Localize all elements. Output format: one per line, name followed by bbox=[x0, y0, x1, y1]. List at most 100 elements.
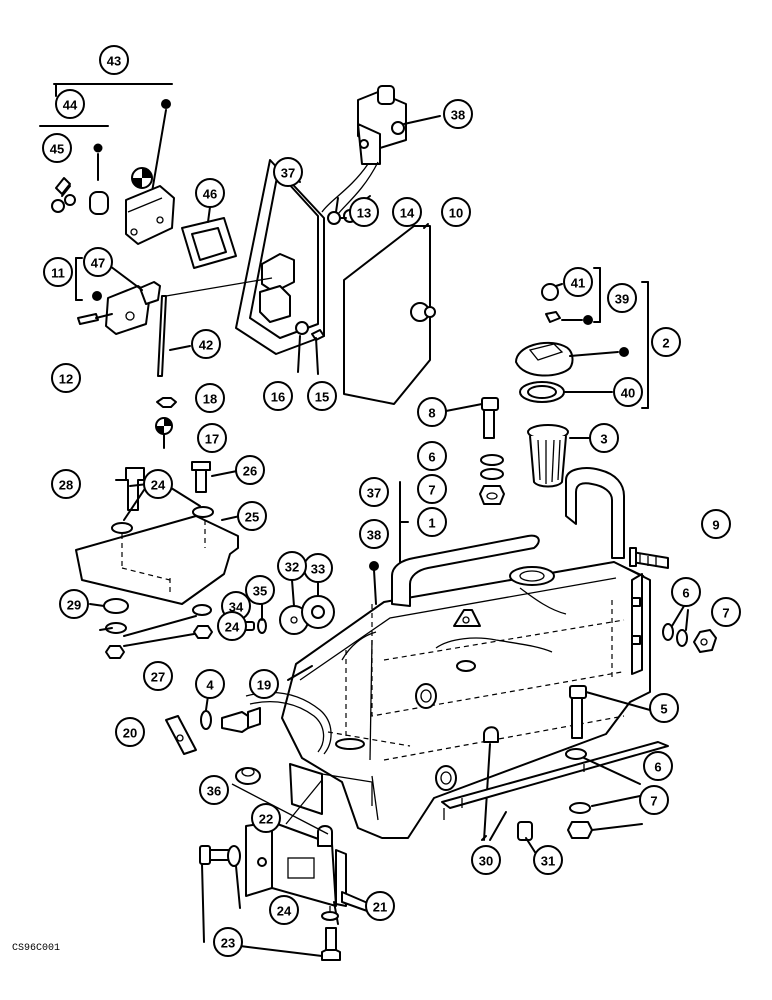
callout-c11: 11 bbox=[43, 257, 73, 287]
cover-plate-25 bbox=[75, 461, 241, 605]
callout-label: 12 bbox=[59, 372, 73, 387]
switch-body bbox=[125, 167, 175, 245]
callout-circle bbox=[613, 377, 643, 407]
callout-c8: 8 bbox=[417, 397, 447, 427]
gasket-46 bbox=[181, 206, 237, 269]
fitting-19 bbox=[221, 707, 261, 733]
switch-assembly-11 bbox=[75, 257, 273, 377]
callout-c28: 28 bbox=[51, 469, 81, 499]
callout-label: 23 bbox=[221, 936, 235, 951]
callout-label: 15 bbox=[315, 390, 329, 405]
callout-circle bbox=[249, 669, 279, 699]
callout-c3: 3 bbox=[589, 423, 619, 453]
cylinder-part bbox=[89, 191, 109, 215]
callout-c43: 43 bbox=[99, 45, 129, 75]
mount-bracket-21 bbox=[231, 783, 371, 925]
callout-circle bbox=[55, 89, 85, 119]
callout-circle bbox=[235, 455, 265, 485]
callout-c32: 32 bbox=[277, 551, 307, 581]
callout-circle bbox=[143, 469, 173, 499]
callout-label: 28 bbox=[59, 478, 73, 493]
callout-circle bbox=[441, 197, 471, 227]
fitting-31 bbox=[517, 821, 533, 841]
callout-label: 3 bbox=[600, 432, 607, 447]
callout-c12: 12 bbox=[51, 363, 81, 393]
callout-label: 38 bbox=[367, 528, 381, 543]
callout-label: 41 bbox=[571, 276, 585, 291]
callout-c18: 18 bbox=[195, 383, 225, 413]
callout-c36: 36 bbox=[199, 775, 229, 805]
callout-c7b: 7 bbox=[711, 597, 741, 627]
callout-circle bbox=[273, 157, 303, 187]
callout-circle bbox=[195, 669, 225, 699]
clamp-20 bbox=[165, 715, 197, 755]
bolt-23-lower bbox=[239, 927, 341, 961]
callout-circle bbox=[701, 509, 731, 539]
key-45 bbox=[51, 177, 76, 213]
callout-label: 16 bbox=[271, 390, 285, 405]
fuel-tank-body bbox=[245, 467, 669, 841]
callout-label: 24 bbox=[277, 904, 292, 919]
callout-circle bbox=[359, 519, 389, 549]
callout-circle bbox=[197, 423, 227, 453]
callout-c6a: 6 bbox=[417, 441, 447, 471]
callout-circle bbox=[671, 577, 701, 607]
callout-circle bbox=[443, 99, 473, 129]
callout-c4: 4 bbox=[195, 669, 225, 699]
window-panel-10 bbox=[343, 223, 436, 405]
callout-c24a: 24 bbox=[143, 469, 173, 499]
callout-c20: 20 bbox=[115, 717, 145, 747]
callout-label: 45 bbox=[50, 142, 64, 157]
callout-c46: 46 bbox=[195, 178, 225, 208]
callout-c5: 5 bbox=[649, 693, 679, 723]
callout-label: 42 bbox=[199, 338, 213, 353]
callout-c40: 40 bbox=[613, 377, 643, 407]
callout-circle bbox=[143, 661, 173, 691]
grommet-36 bbox=[235, 767, 261, 785]
callout-circle bbox=[392, 197, 422, 227]
nut-7-right bbox=[693, 629, 717, 653]
callout-label: 1 bbox=[428, 516, 435, 531]
callout-label: 14 bbox=[400, 206, 415, 221]
callout-c22: 22 bbox=[251, 803, 281, 833]
hinge-bracket-38 bbox=[321, 85, 441, 215]
callout-circle bbox=[191, 329, 221, 359]
callout-c7a: 7 bbox=[417, 474, 447, 504]
callout-c35: 35 bbox=[245, 575, 275, 605]
callout-circle bbox=[359, 477, 389, 507]
callout-c37b: 37 bbox=[359, 477, 389, 507]
callout-label: 24 bbox=[225, 620, 240, 635]
callout-c17: 17 bbox=[197, 423, 227, 453]
callout-c41: 41 bbox=[563, 267, 593, 297]
callout-c45: 45 bbox=[42, 133, 72, 163]
callout-label: 9 bbox=[712, 518, 719, 533]
callout-c9: 9 bbox=[701, 509, 731, 539]
callout-c38a: 38 bbox=[443, 99, 473, 129]
callout-circle bbox=[417, 441, 447, 471]
callout-circle bbox=[711, 597, 741, 627]
callout-c44: 44 bbox=[55, 89, 85, 119]
callout-label: 32 bbox=[285, 560, 299, 575]
callout-circle bbox=[417, 507, 447, 537]
callout-c47: 47 bbox=[83, 247, 113, 277]
callout-c33: 33 bbox=[303, 553, 333, 583]
callout-circle bbox=[195, 178, 225, 208]
callout-label: 21 bbox=[373, 900, 387, 915]
callout-c19: 19 bbox=[249, 669, 279, 699]
callout-circle bbox=[643, 751, 673, 781]
callout-circle bbox=[51, 363, 81, 393]
callout-circle bbox=[365, 891, 395, 921]
callout-label: 11 bbox=[51, 266, 65, 281]
callout-c37a: 37 bbox=[273, 157, 303, 187]
callout-circle bbox=[195, 383, 225, 413]
callout-label: 31 bbox=[541, 854, 555, 869]
callout-circle bbox=[639, 785, 669, 815]
callout-label: 30 bbox=[479, 854, 493, 869]
washers-6-right bbox=[662, 605, 689, 647]
callout-circle bbox=[42, 133, 72, 163]
callout-circle bbox=[307, 381, 337, 411]
callout-c15: 15 bbox=[307, 381, 337, 411]
callout-circle bbox=[115, 717, 145, 747]
